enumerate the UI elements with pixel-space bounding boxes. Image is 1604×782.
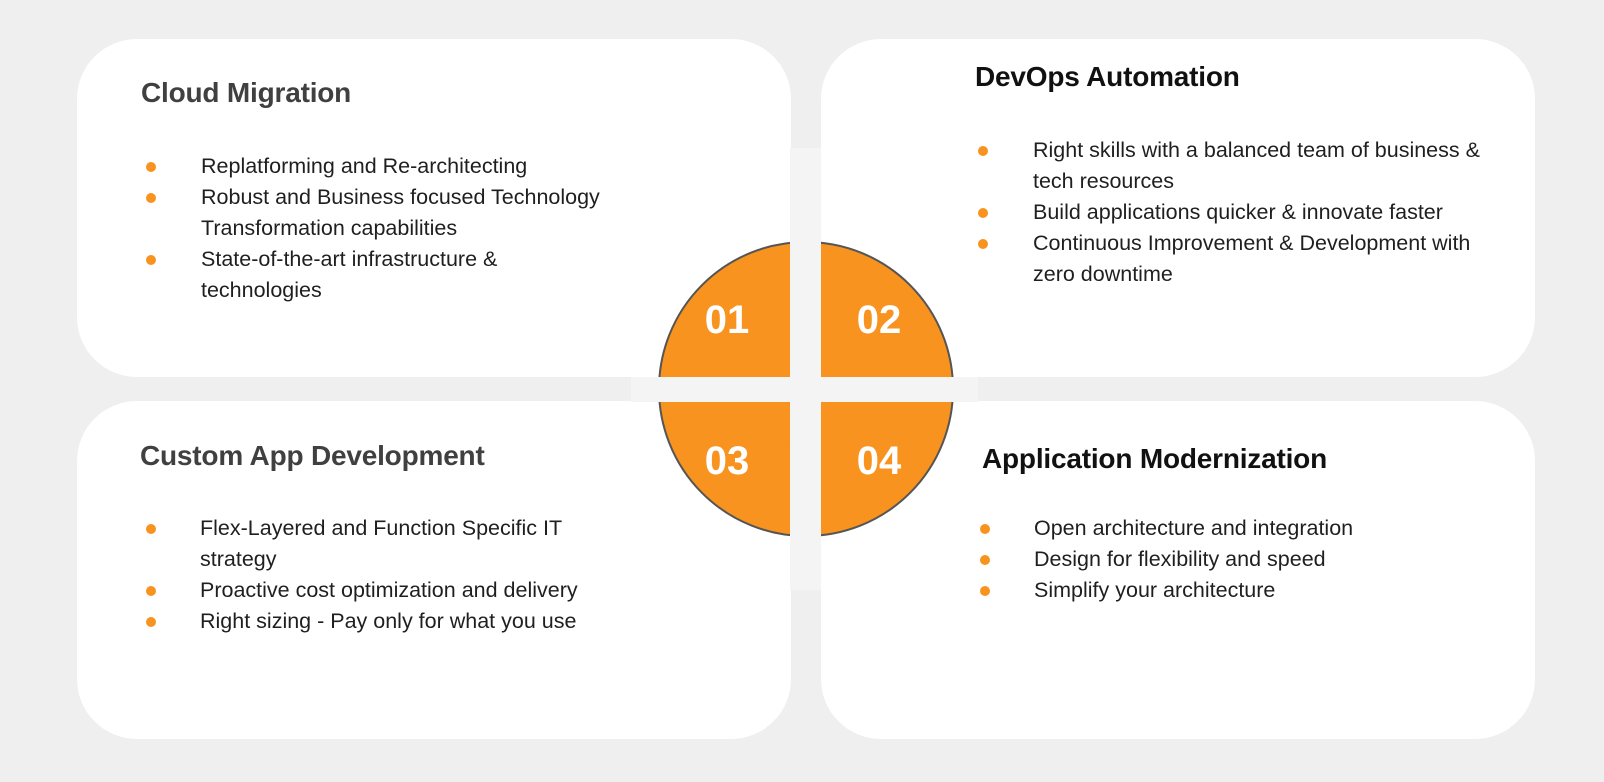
list-item: Flex-Layered and Function Specific IT st…	[146, 513, 600, 575]
list-item: Build applications quicker & innovate fa…	[978, 197, 1533, 228]
bullet-dot-icon	[980, 555, 990, 565]
card-title: Custom App Development	[140, 440, 485, 471]
bullet-dot-icon	[978, 208, 988, 218]
list-item: Robust and Business focused Technology T…	[146, 182, 621, 244]
quadrant-number-04: 04	[857, 439, 902, 483]
bullet-list: Right skills with a balanced team of bus…	[978, 135, 1533, 290]
bullet-list: Replatforming and Re-architecting Robust…	[146, 151, 671, 306]
list-item-text: Proactive cost optimization and delivery	[200, 578, 578, 602]
quadrant-number-03: 03	[705, 439, 750, 483]
list-item-text: Simplify your architecture	[1034, 578, 1276, 602]
list-item-text: Right skills with a balanced team of bus…	[1033, 138, 1480, 193]
card-title: Application Modernization	[982, 443, 1327, 474]
card-devops-automation: DevOps Automation Right skills with a ba…	[821, 39, 1535, 377]
list-item-text: Open architecture and integration	[1034, 516, 1354, 540]
list-item-text: Right sizing - Pay only for what you use	[200, 609, 577, 633]
card-cloud-migration: Cloud Migration Replatforming and Re-arc…	[77, 39, 791, 377]
list-item: Continuous Improvement & Development wit…	[978, 228, 1503, 290]
list-item: Replatforming and Re-architecting	[146, 151, 671, 182]
list-item: Design for flexibility and speed	[980, 544, 1534, 575]
bullet-dot-icon	[146, 524, 156, 534]
bullet-list: Open architecture and integration Design…	[980, 513, 1534, 606]
bullet-dot-icon	[978, 146, 988, 156]
list-item-text: Replatforming and Re-architecting	[201, 154, 528, 178]
bullet-dot-icon	[980, 586, 990, 596]
bullet-dot-icon	[146, 617, 156, 627]
list-item: Open architecture and integration	[980, 513, 1534, 544]
list-item-text: Build applications quicker & innovate fa…	[1033, 200, 1443, 224]
card-title: Cloud Migration	[141, 77, 352, 108]
card-custom-app-development: Custom App Development Flex-Layered and …	[77, 401, 791, 739]
card-title: DevOps Automation	[975, 61, 1240, 92]
bullet-dot-icon	[146, 162, 156, 172]
hub-separator-horizontal	[631, 377, 978, 402]
quadrant-number-02: 02	[857, 298, 902, 342]
list-item-text: State-of-the-art infrastructure & techno…	[201, 247, 498, 302]
hub-corner-4	[821, 402, 888, 470]
bullet-dot-icon	[978, 239, 988, 249]
bullet-dot-icon	[146, 586, 156, 596]
list-item: Proactive cost optimization and delivery	[146, 575, 670, 606]
hub-corner-2	[821, 310, 888, 377]
bullet-dot-icon	[146, 255, 156, 265]
list-item: State-of-the-art infrastructure & techno…	[146, 244, 541, 306]
quadrant-number-01: 01	[705, 298, 750, 342]
bullet-dot-icon	[146, 193, 156, 203]
hub-corner-1	[723, 310, 790, 377]
hub-corner-3	[723, 402, 790, 470]
list-item: Right skills with a balanced team of bus…	[978, 135, 1523, 197]
card-application-modernization: Application Modernization Open architect…	[821, 401, 1535, 739]
bullet-list: Flex-Layered and Function Specific IT st…	[146, 513, 670, 637]
bullet-dot-icon	[980, 524, 990, 534]
list-item: Right sizing - Pay only for what you use	[146, 606, 670, 637]
hub-separator-vertical	[790, 148, 821, 590]
list-item-text: Design for flexibility and speed	[1034, 547, 1326, 571]
list-item-text: Robust and Business focused Technology T…	[201, 185, 600, 240]
list-item-text: Flex-Layered and Function Specific IT st…	[200, 516, 562, 571]
list-item: Simplify your architecture	[980, 575, 1534, 606]
list-item-text: Continuous Improvement & Development wit…	[1033, 231, 1471, 286]
